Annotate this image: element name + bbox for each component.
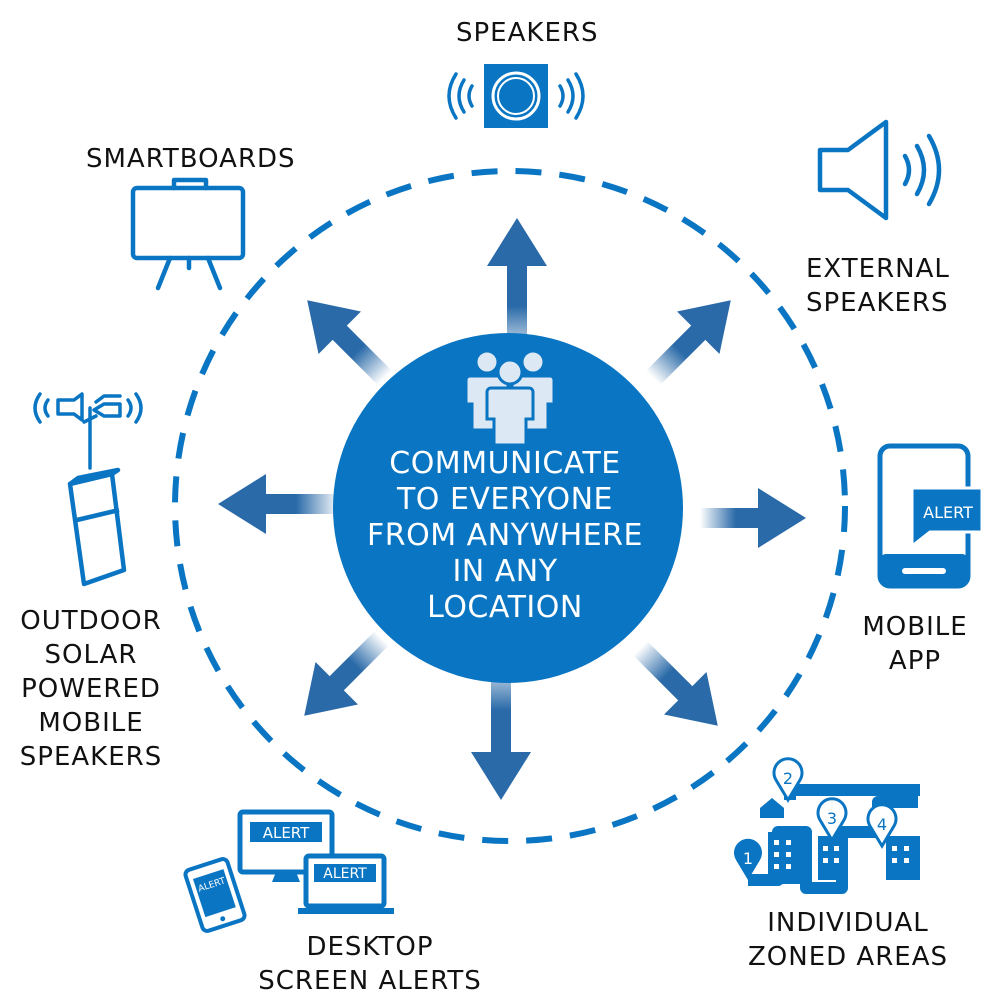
center-line-4: IN ANY [452, 554, 558, 589]
desktop-alert-icon: ALERT ALERT ALERT [183, 809, 394, 933]
zone-pin-1: 1 [734, 838, 762, 880]
smartboard-easel-icon [130, 177, 246, 291]
arrow-up-right [645, 300, 731, 386]
label-zoned-areas: INDIVIDUAL ZONED AREAS [747, 908, 948, 972]
solar-speaker-tower-icon [33, 392, 143, 587]
arrow-up-left [307, 300, 393, 386]
svg-text:4: 4 [877, 815, 887, 834]
label-desktop-alerts: DESKTOP SCREEN ALERTS [258, 932, 482, 996]
dashed-ring [172, 168, 848, 844]
arrow-left [218, 474, 340, 534]
center-line-3: FROM ANYWHERE [367, 518, 643, 553]
people-group-icon [464, 349, 556, 447]
arrow-right [700, 488, 806, 548]
mobile-alert-text: ALERT [923, 503, 973, 522]
ceiling-speaker-icon [447, 64, 585, 128]
svg-text:1: 1 [743, 849, 753, 868]
zoned-map-icon: 1 2 3 4 [734, 757, 920, 894]
center-message: COMMUNICATE TO EVERYONE FROM ANYWHERE IN… [330, 446, 680, 626]
center-line-2: TO EVERYONE [396, 482, 614, 517]
label-outdoor-speakers: OUTDOOR SOLAR POWERED MOBILE SPEAKERS [19, 606, 163, 772]
desktop-alert-text-2: ALERT [323, 866, 367, 882]
arrow-down-right [632, 640, 718, 726]
label-external-speakers: EXTERNAL SPEAKERS [806, 254, 950, 318]
desktop-alert-text: ALERT [263, 824, 310, 842]
center-line-1: COMMUNICATE [389, 446, 621, 481]
svg-text:3: 3 [827, 809, 837, 828]
loudspeaker-icon [817, 119, 942, 221]
zone-pin-3: 3 [816, 797, 848, 843]
zone-pin-4: 4 [866, 803, 898, 849]
smartphone-alert-icon: ALERT [877, 443, 984, 589]
zone-pin-2: 2 [772, 757, 804, 803]
label-smartboards: SMARTBOARDS [86, 144, 296, 174]
svg-text:2: 2 [783, 769, 793, 788]
arrow-down-left [304, 630, 390, 716]
center-circle [333, 333, 683, 683]
center-line-5: LOCATION [427, 590, 583, 625]
label-mobile-app: MOBILE APP [862, 612, 968, 676]
label-speakers: SPEAKERS [456, 18, 599, 48]
